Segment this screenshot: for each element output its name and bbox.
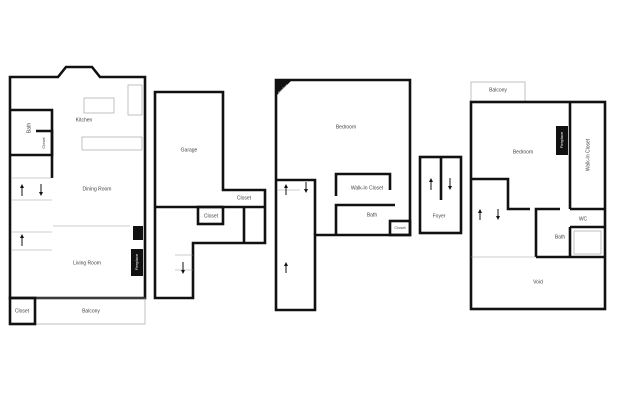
- room-label-bath: Bath: [555, 234, 566, 240]
- floorplan-top-level: Fireplace Balcony Bedroom Walk-In Closet…: [469, 81, 607, 311]
- room-label-closet: Closet: [15, 308, 30, 314]
- room-label-void: Void: [533, 279, 543, 285]
- floorplan-main-level: Fireplace Kitchen Bath Closet Dining Roo…: [8, 65, 147, 326]
- room-label-balcony: Balcony: [489, 87, 507, 93]
- room-label-bedroom: Bedroom: [336, 124, 356, 130]
- stairs: [12, 177, 52, 251]
- room-label-bath: Bath: [367, 212, 378, 218]
- balcony-area: [9, 297, 146, 325]
- room-label-bath: Bath: [26, 123, 32, 134]
- fireplace-label: Fireplace: [559, 131, 564, 148]
- fireplace-label: Fireplace: [277, 83, 289, 95]
- closet-room: [8, 296, 37, 326]
- room-label-closet: Closet: [204, 213, 219, 219]
- room-label-dining-room: Dining Room: [83, 186, 112, 192]
- room-label-garage: Garage: [181, 147, 198, 153]
- room-label-walk-in-closet: Walk-In Closet: [585, 138, 591, 171]
- room-label-closet: Closet: [41, 136, 46, 148]
- room-label-wc: WC: [579, 216, 588, 222]
- fireplace-label: Fireplace: [134, 253, 139, 270]
- fireplace: [131, 249, 143, 276]
- floorplan-garage-level: Garage Closet Closet: [153, 90, 267, 300]
- floorplan-foyer: Foyer: [418, 155, 463, 235]
- room-label-walk-in-closet: Walk-In Closet: [351, 185, 384, 191]
- room-label-kitchen: Kitchen: [76, 117, 93, 123]
- room-label-closet: Closet: [394, 225, 406, 230]
- kitchen-counter: [81, 136, 143, 151]
- room-label-bedroom: Bedroom: [513, 149, 533, 155]
- room-label-balcony: Balcony: [82, 308, 100, 314]
- room-label-closet: Closet: [237, 195, 252, 201]
- room-label-living-room: Living Room: [73, 260, 101, 266]
- floorplan-upper-level: Fireplace Bedroom Walk-In Closet Bath Cl…: [274, 78, 412, 312]
- kitchen-island: [83, 97, 115, 114]
- room-label-foyer: Foyer: [433, 213, 446, 219]
